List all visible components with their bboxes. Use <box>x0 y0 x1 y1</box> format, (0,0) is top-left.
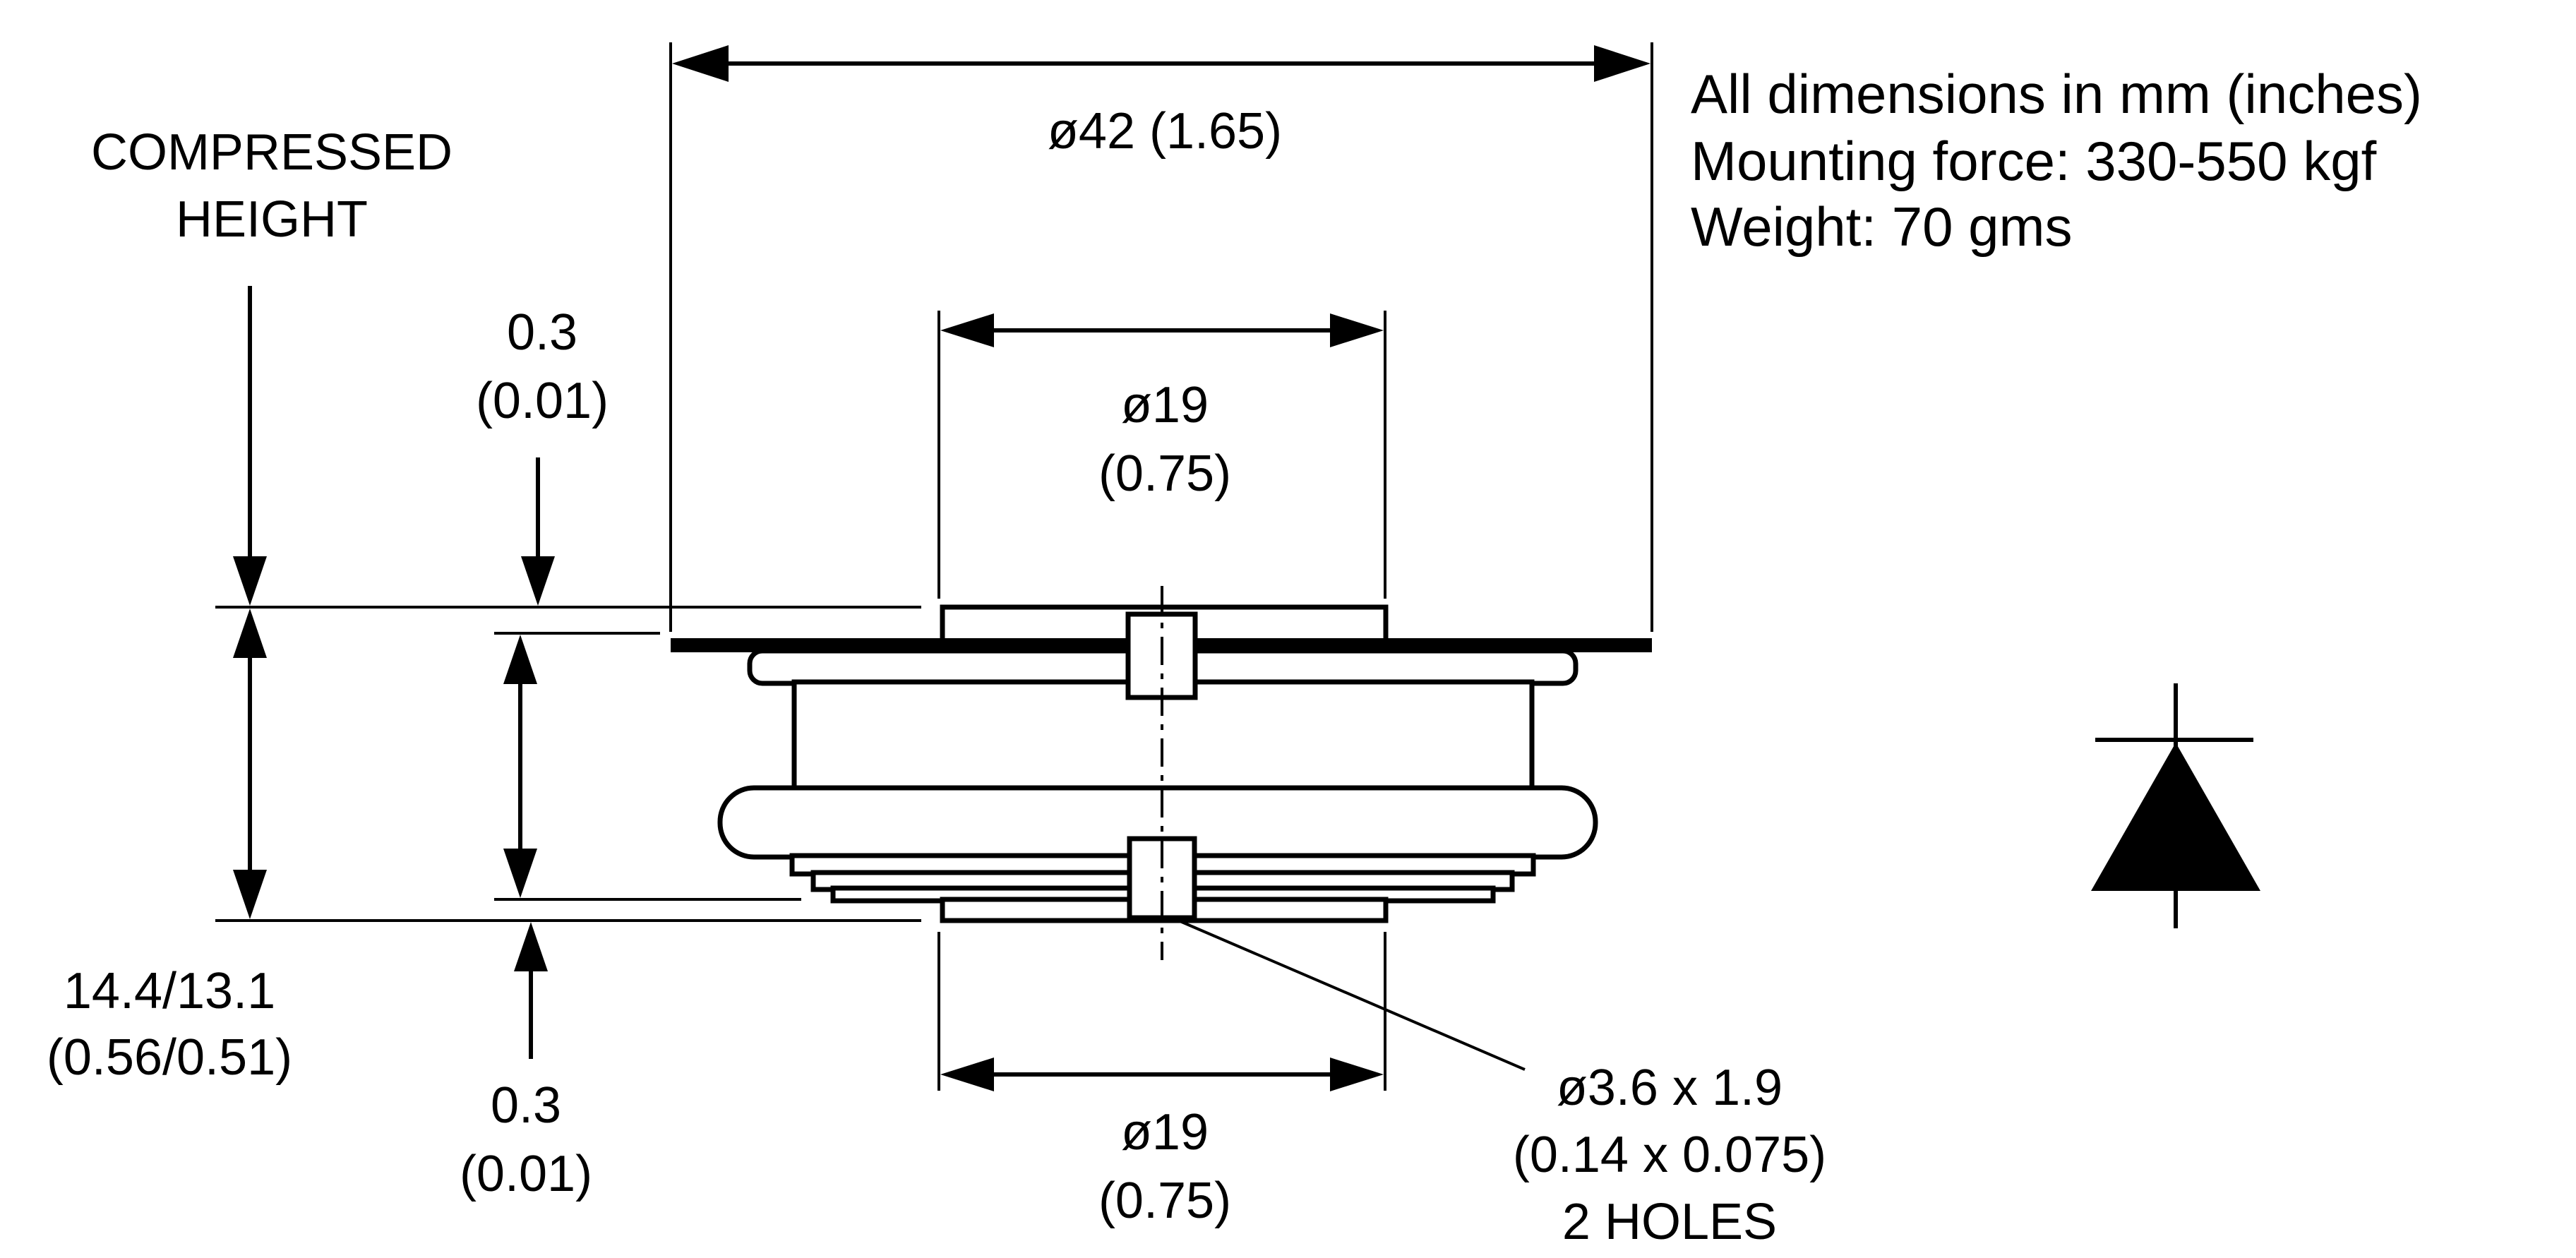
height-label-mm: 14.4/13.1 <box>64 963 275 1019</box>
general-notes: All dimensions in mm (inches) Mounting f… <box>1691 63 2422 258</box>
notes-line-2: Mounting force: 330-550 kgf <box>1691 130 2377 192</box>
bottom-contact-diameter-dimension <box>940 1058 1384 1091</box>
notes-line-3: Weight: 70 gms <box>1691 196 2072 258</box>
hole-leader-line <box>1171 916 1526 1071</box>
bottom-offset-mm: 0.3 <box>491 1077 561 1134</box>
compressed-height-line2: HEIGHT <box>176 191 368 248</box>
overall-diameter-dimension <box>672 45 1651 82</box>
extension-lines <box>215 42 1653 1091</box>
overall-diameter-label: ø42 (1.65) <box>1048 103 1282 160</box>
top-offset-arrow <box>521 457 555 606</box>
compressed-height-dimension <box>233 286 267 919</box>
diode-symbol-icon <box>2091 683 2260 928</box>
height-label-in: (0.56/0.51) <box>47 1029 292 1086</box>
bottom-offset-arrow <box>514 922 548 1059</box>
top-offset-in: (0.01) <box>476 373 609 429</box>
dimension-labels: ø42 (1.65) ø19 (0.75) ø19 (0.75) 0.3 (0.… <box>47 103 1826 1250</box>
package-body <box>671 586 1652 960</box>
top-contact-diameter-dimension <box>940 313 1384 347</box>
top-contact-diameter-mm: ø19 <box>1121 377 1209 433</box>
top-contact-diameter-in: (0.75) <box>1098 445 1231 502</box>
hole-spec-line2: (0.14 x 0.075) <box>1513 1127 1826 1183</box>
bottom-offset-in: (0.01) <box>460 1146 592 1202</box>
hole-spec-line1: ø3.6 x 1.9 <box>1557 1060 1783 1116</box>
top-offset-mm: 0.3 <box>507 304 577 361</box>
hole-spec-line3: 2 HOLES <box>1562 1194 1777 1250</box>
bottom-contact-diameter-in: (0.75) <box>1098 1173 1231 1229</box>
compressed-height-line1: COMPRESSED <box>91 124 453 181</box>
notes-line-1: All dimensions in mm (inches) <box>1691 63 2422 125</box>
body-height-dimension <box>503 635 537 898</box>
bottom-contact-diameter-mm: ø19 <box>1121 1104 1209 1161</box>
